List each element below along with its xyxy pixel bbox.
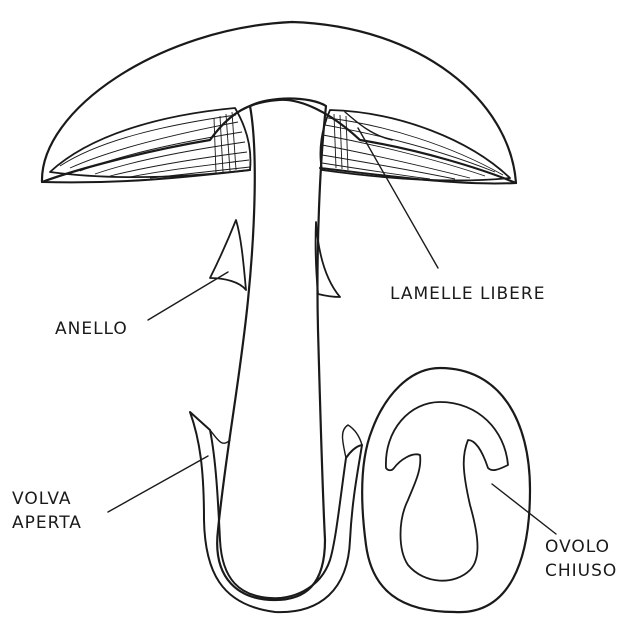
label-volva-line2: APERTA: [12, 512, 82, 534]
leader-anello: [148, 272, 228, 320]
label-ovolo-line1: OVOLO: [545, 536, 610, 558]
leader-lamelle: [358, 128, 438, 268]
closed-egg: [362, 368, 530, 612]
label-lamelle-libere: LAMELLE LIBERE: [390, 283, 545, 305]
leader-lines: [108, 128, 556, 534]
label-volva-line1: VOLVA: [12, 488, 72, 510]
label-anello: ANELLO: [55, 318, 128, 340]
gills-left: [50, 108, 250, 178]
label-ovolo-line2: CHIUSO: [545, 560, 617, 582]
volva: [190, 412, 362, 612]
ring: [210, 220, 340, 297]
stem: [217, 99, 326, 601]
leader-volva: [108, 456, 208, 512]
leader-ovolo: [492, 484, 556, 534]
